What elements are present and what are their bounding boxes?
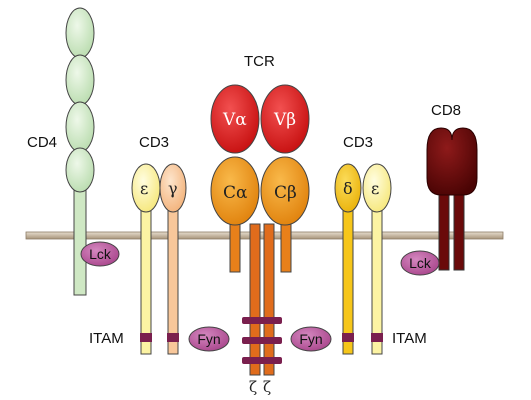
v-alpha-domain	[210, 84, 260, 154]
itam-motif	[371, 333, 383, 342]
zeta-2-label: ζ	[263, 378, 271, 396]
itam-motif	[140, 333, 152, 342]
lck-left-label: Lck	[89, 246, 112, 262]
v-beta-label: Vβ	[273, 110, 296, 130]
c-alpha-label: Cα	[223, 183, 248, 203]
tcr-beta-chain: Vβ Cβ	[260, 84, 310, 273]
cd4-label: CD4	[27, 134, 57, 151]
delta-glyph: δ	[343, 179, 353, 198]
c-alpha-domain	[210, 156, 260, 226]
fyn-left-label: Fyn	[197, 331, 220, 347]
lck-right-label: Lck	[409, 255, 432, 271]
lck-left-kinase: Lck	[80, 241, 120, 267]
cd3-epsilon-right-chain: ε	[362, 163, 392, 355]
fyn-left-kinase: Fyn	[188, 326, 230, 352]
epsilon-right-glyph: ε	[371, 179, 379, 198]
v-alpha-label: Vα	[222, 110, 247, 130]
zeta-1-label: ζ	[249, 378, 257, 396]
epsilon-left-glyph: ε	[140, 179, 148, 198]
fyn-right-label: Fyn	[299, 331, 322, 347]
itam-motif	[242, 337, 282, 344]
itam-left-label: ITAM	[89, 330, 124, 347]
cd3-epsilon-left-chain: ε	[131, 163, 161, 355]
cd3-delta-chain: δ	[334, 163, 362, 355]
lck-right-kinase: Lck	[400, 250, 440, 276]
cd3-gamma-chain: γ	[159, 163, 187, 355]
c-beta-domain	[260, 156, 310, 226]
tcr-label: TCR	[244, 53, 275, 70]
zeta-homodimer: ζ ζ	[242, 223, 282, 396]
cd8-label: CD8	[431, 102, 461, 119]
cd8-coreceptor	[426, 127, 478, 271]
itam-right-label: ITAM	[392, 330, 427, 347]
itam-motif	[342, 333, 354, 342]
cd3-right-label: CD3	[343, 134, 373, 151]
fyn-right-kinase: Fyn	[290, 326, 332, 352]
cd3-left-label: CD3	[139, 134, 169, 151]
c-beta-label: Cβ	[274, 183, 297, 203]
v-beta-domain	[260, 84, 310, 154]
itam-motif	[167, 333, 179, 342]
itam-motif	[242, 317, 282, 324]
itam-motif	[242, 357, 282, 364]
tcr-alpha-chain: Vα Cα	[210, 84, 260, 273]
cd4-coreceptor	[65, 7, 95, 296]
gamma-glyph: γ	[168, 179, 178, 198]
